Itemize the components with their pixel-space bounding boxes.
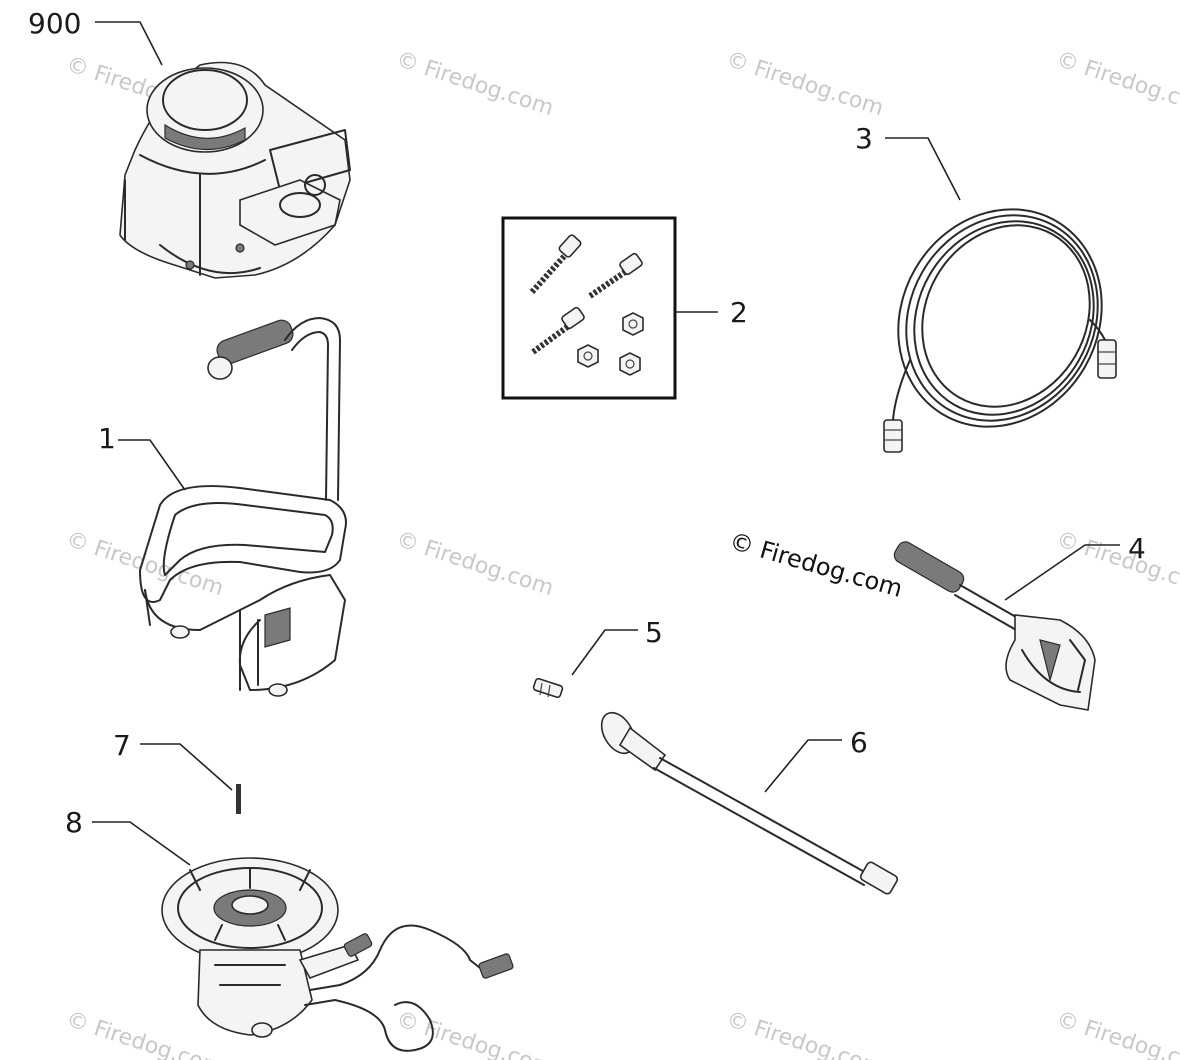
bolt xyxy=(529,234,582,295)
watermark: © Firedog.com xyxy=(723,47,886,121)
leader-3 xyxy=(885,137,961,201)
leader-6 xyxy=(764,739,842,793)
watermark: © Firedog.com xyxy=(1053,527,1180,601)
callout-8: 8 xyxy=(65,806,83,839)
leader-4 xyxy=(1004,544,1120,601)
callout-900: 900 xyxy=(28,7,81,40)
engine-icon xyxy=(119,61,351,279)
bolt-kit-icon xyxy=(501,216,677,400)
watermark: © Firedog.com xyxy=(393,1007,556,1060)
leader-900 xyxy=(95,21,163,66)
callout-1: 1 xyxy=(98,422,116,455)
callout-3: 3 xyxy=(855,122,873,155)
watermark: © Firedog.com xyxy=(393,47,556,121)
callout-6: 6 xyxy=(850,726,868,759)
nozzle-icon xyxy=(532,677,564,699)
pump-icon xyxy=(161,857,514,1052)
callout-5: 5 xyxy=(645,616,663,649)
pin-icon xyxy=(236,784,241,814)
leader-7 xyxy=(140,743,233,791)
watermark-main: © Firedog.com xyxy=(726,527,905,603)
nut xyxy=(577,344,599,368)
watermark: © Firedog.com xyxy=(1053,47,1180,121)
spray-gun-icon xyxy=(893,541,1096,711)
callout-7: 7 xyxy=(113,729,131,762)
callout-4: 4 xyxy=(1128,532,1146,565)
nut xyxy=(619,352,641,376)
leader-5 xyxy=(571,629,638,676)
frame-icon xyxy=(139,317,347,697)
leader-8 xyxy=(92,821,191,866)
bolt xyxy=(531,306,585,355)
nut xyxy=(622,312,644,336)
watermark: © Firedog.com xyxy=(1053,1007,1180,1060)
watermark: © Firedog.com xyxy=(723,1007,886,1060)
watermark: © Firedog.com xyxy=(63,1007,226,1060)
wand-icon xyxy=(600,711,899,895)
watermark: © Firedog.com xyxy=(393,527,556,601)
callout-2: 2 xyxy=(730,296,748,329)
leader-1 xyxy=(118,439,186,491)
hose-icon xyxy=(883,208,1117,453)
bolt xyxy=(588,252,643,299)
